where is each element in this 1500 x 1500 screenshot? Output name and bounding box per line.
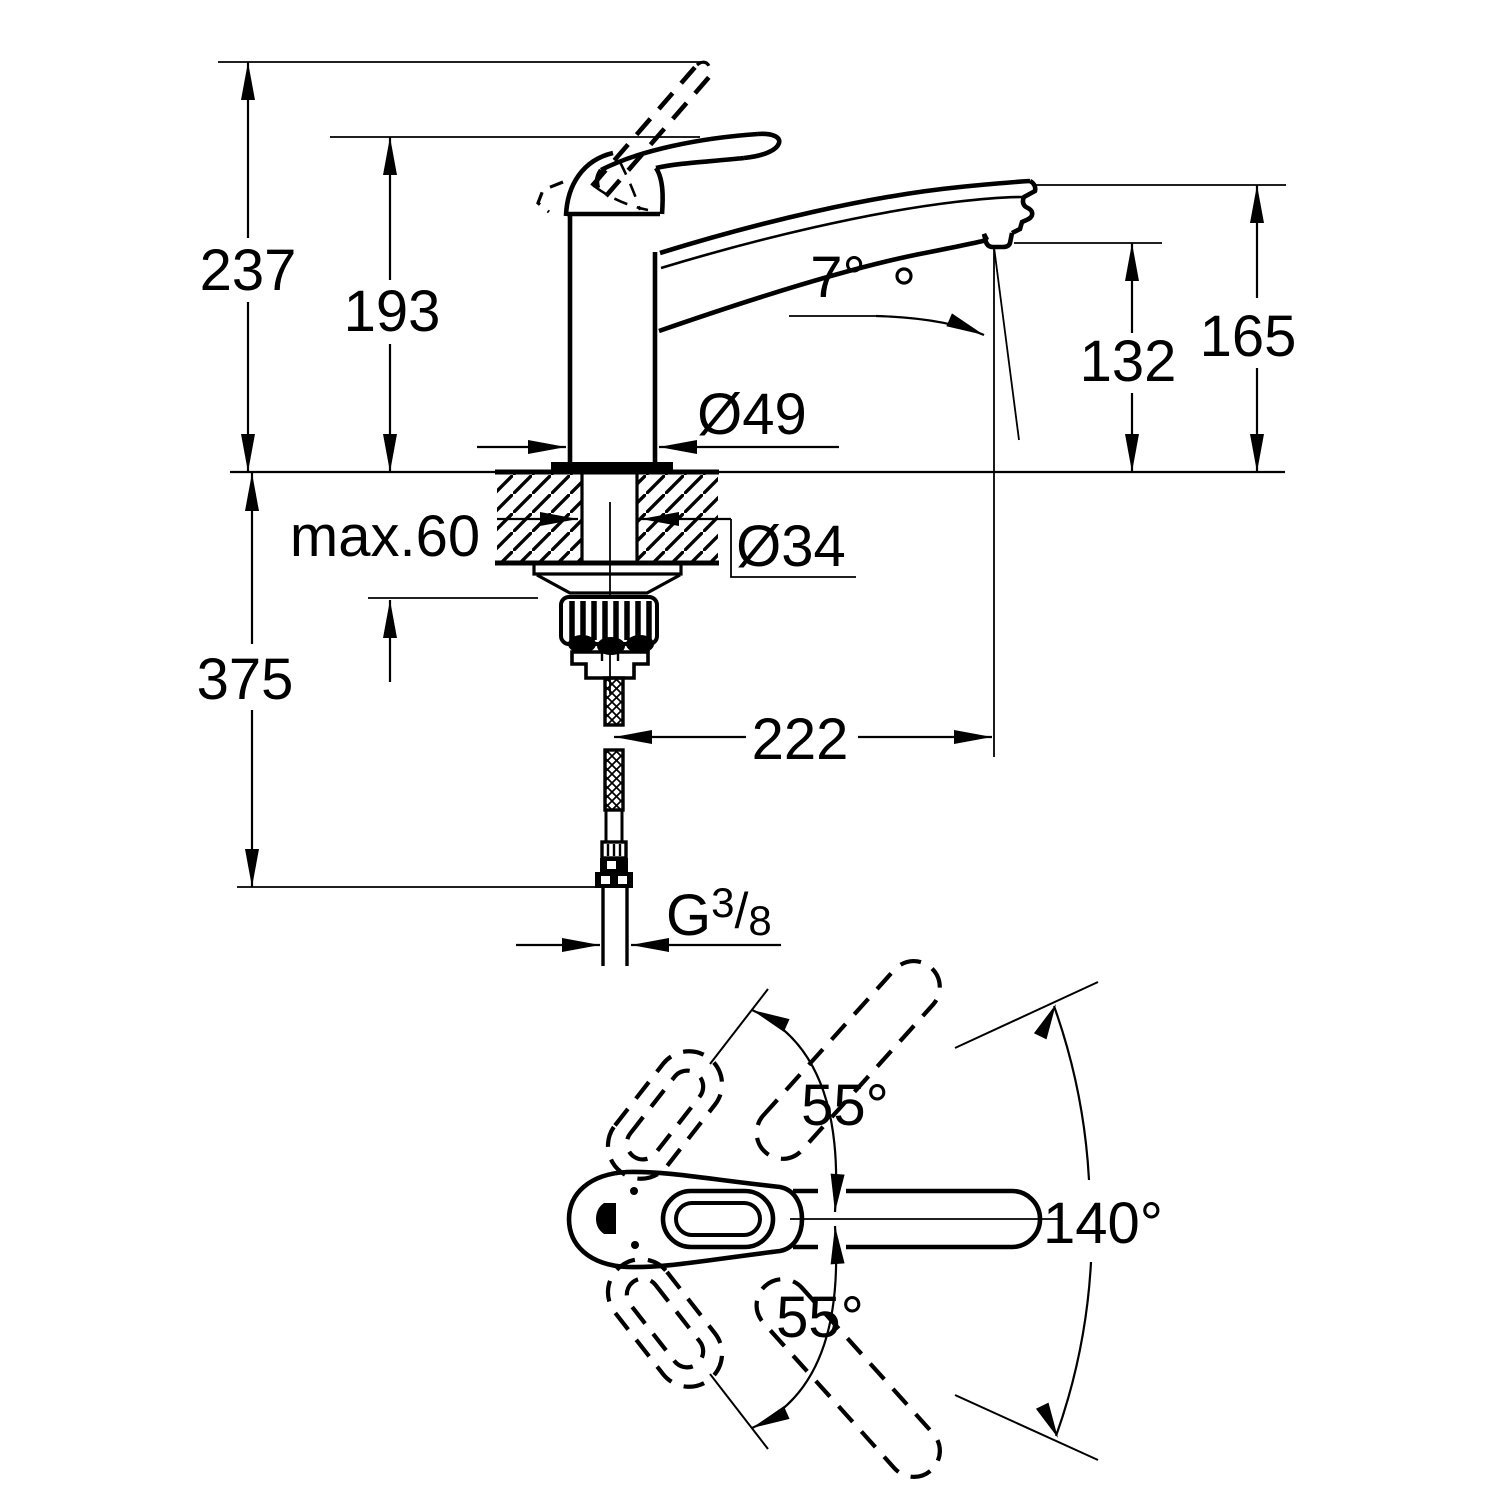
dim-label-55-upper: 55° <box>801 1073 889 1138</box>
nut-lobe-1 <box>568 635 596 653</box>
dimension-55-upper: 55° <box>709 988 889 1213</box>
arrow-140-upper <box>1033 1004 1056 1040</box>
dimension-193: 193 <box>344 137 441 472</box>
ref-line-140-upper <box>954 981 1099 1049</box>
arrow-140-lower <box>1035 1402 1058 1438</box>
raised-lever-upper-line <box>604 74 712 198</box>
supply-hose <box>595 676 633 966</box>
hose-braid-upper <box>603 676 625 727</box>
nut-lobe-3 <box>626 635 654 653</box>
dome-inner-arc-2 <box>618 161 642 211</box>
arc-140-upper <box>1052 1005 1091 1181</box>
spout-inner-line <box>660 195 1023 270</box>
connection-tube <box>601 888 629 966</box>
dim-label-55-lower: 55° <box>776 1285 864 1350</box>
plan-view: 55° 55° 140° <box>566 959 1163 1479</box>
ref-line-55-upper <box>709 988 769 1065</box>
dimension-dia34: Ø34 <box>497 512 856 579</box>
hose-ferrule-ridges <box>606 844 622 856</box>
connection-nut-slot-1 <box>601 876 610 884</box>
mounting-flange <box>532 564 683 576</box>
dimension-237: 237 <box>200 62 297 472</box>
base-gasket <box>551 462 673 472</box>
plan-dot-upper <box>630 1187 638 1195</box>
connection-nut-slot-2 <box>618 876 627 884</box>
nut-adapter-notches <box>600 652 620 661</box>
g38-g: G <box>666 883 711 948</box>
dimension-g38: G3/8 <box>516 879 781 952</box>
dim-label-222: 222 <box>752 707 849 772</box>
dimension-375: 375 <box>197 473 294 887</box>
g38-denominator: 8 <box>748 897 771 944</box>
hose-braid-lower <box>603 748 625 812</box>
plan-dot-lower <box>631 1241 639 1249</box>
dim-label-165: 165 <box>1200 304 1297 369</box>
dimension-222: 222 <box>614 707 992 772</box>
plan-spout <box>790 1188 1060 1250</box>
lever-handle <box>593 131 782 215</box>
spout-tip-profile <box>1010 178 1038 236</box>
g38-numerator: 3 <box>711 879 734 926</box>
dim-label-140: 140° <box>1043 1191 1163 1256</box>
hose-plain-section <box>604 810 624 842</box>
plan-body <box>566 1169 805 1270</box>
dim-label-237: 237 <box>200 238 297 303</box>
lever-top-edge <box>599 131 759 173</box>
spout-outlet-nozzle <box>981 232 1015 250</box>
cartridge-dome <box>563 150 614 217</box>
lever-dashed-lower-left <box>605 1257 725 1389</box>
dim-label-dia49: Ø49 <box>697 382 807 447</box>
faucet-body <box>551 150 673 472</box>
plan-oval-ring-outer <box>660 1188 776 1250</box>
g38-slash: / <box>734 883 748 939</box>
dimension-140: 140° <box>954 981 1163 1461</box>
ref-line-140-lower <box>954 1394 1099 1461</box>
dim-label-max60: max.60 <box>290 504 480 569</box>
plan-oval-ring-inner <box>674 1201 762 1237</box>
counter-hatch-right <box>637 474 718 563</box>
mounting-hardware <box>532 564 683 680</box>
lever-raised-dashed <box>536 60 712 214</box>
ref-line-55-lower <box>709 1373 769 1450</box>
lever-underside <box>655 155 745 171</box>
counter-hatch-left <box>497 474 582 563</box>
raised-lever-lower-line <box>590 63 699 188</box>
outlet-tilted-axis <box>993 246 1020 441</box>
raised-lever-tip <box>695 60 712 75</box>
lever-dashed-upper-left <box>605 1049 725 1181</box>
hose-connection-nut <box>595 872 633 888</box>
spout-bottom-edge <box>658 237 988 334</box>
dome-inner-arc-1 <box>593 184 649 212</box>
dimension-132: 132 <box>1080 243 1177 472</box>
dimension-max60: max.60 <box>290 504 480 682</box>
lever-front-drop <box>653 166 665 215</box>
counter-section <box>495 469 719 694</box>
arc-140-lower <box>1054 1261 1093 1437</box>
dim-label-375: 375 <box>197 647 294 712</box>
mounting-cone-washer <box>536 573 681 595</box>
hose-collar-slot <box>607 861 616 869</box>
plan-logo-mark <box>596 1203 616 1234</box>
shank-walls <box>580 474 639 563</box>
dim-label-193: 193 <box>344 279 441 344</box>
dimension-165: 165 <box>1200 185 1297 472</box>
spout <box>658 178 1038 334</box>
lever-tip <box>743 131 782 161</box>
dim-label-132: 132 <box>1080 329 1177 394</box>
dim-label-dia34: Ø34 <box>736 514 846 579</box>
raised-lever-rear <box>536 180 564 214</box>
spout-top-edge <box>659 178 1031 256</box>
dimension-55-lower: 55° <box>709 1225 864 1450</box>
dimension-7deg: 7° <box>789 245 985 337</box>
dim-label-g38: G3/8 <box>666 879 772 948</box>
dimension-dia49: Ø49 <box>477 382 839 454</box>
mounting-nut-knurling <box>569 601 652 640</box>
spout-underside-detail <box>895 267 913 285</box>
nut-adapter <box>570 650 650 680</box>
side-view: 237 193 375 max.60 Ø49 <box>197 60 1297 966</box>
